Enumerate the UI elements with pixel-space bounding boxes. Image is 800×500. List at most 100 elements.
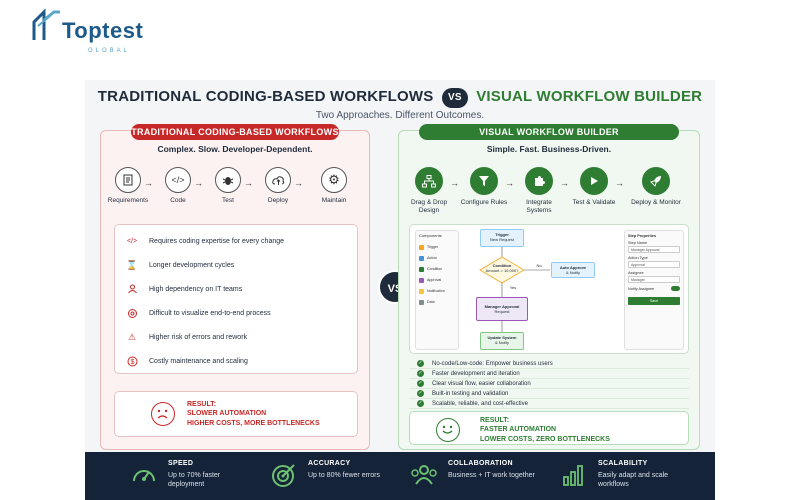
notify-row: Notify Assignee [628,286,680,291]
workflow-builder-mock: Components Trigger Action Condition Appr… [409,224,689,354]
step-deploy: Deploy [253,167,303,205]
warning-icon: ⚠ [127,331,137,342]
notification-icon [419,288,424,294]
approval-icon [419,277,424,283]
traditional-drawbacks: </> Requires coding expertise for every … [114,224,358,374]
component-trigger[interactable]: Trigger [419,243,455,251]
rocket-icon [642,167,670,195]
stat-speed: SPEED Up to 70% faster deployment [130,458,270,494]
main-title-left: TRADITIONAL CODING-BASED WORKFLOWS [97,88,434,105]
arrow-icon: → [244,178,253,188]
list-item: </> Requires coding expertise for every … [125,234,284,248]
step-integrate: Integrate Systems [514,167,564,215]
node-update-system[interactable]: Update System & Notify [480,332,524,350]
arrow-icon: → [505,178,514,188]
puzzle-icon [525,167,553,195]
people-icon [125,282,139,296]
step-deploy-monitor: Deploy & Monitor [631,167,681,207]
check-icon: ✓ [417,380,424,387]
label-yes: Yes [509,285,517,290]
traditional-tagline: Complex. Slow. Developer-Dependent. [157,144,313,154]
main-title-right: VISUAL WORKFLOW BUILDER [476,88,703,105]
condition-icon [419,266,424,272]
visual-header: VISUAL WORKFLOW BUILDER [419,124,679,140]
list-item: ✓Faster development and iteration [409,369,689,379]
component-condition[interactable]: Condition [419,265,455,273]
target-icon [270,462,298,490]
list-item: ✓No-code/Low-code: Empower business user… [409,359,689,369]
logo-mark-icon [32,8,60,40]
action-type-select[interactable]: Approval [628,261,680,268]
node-auto-approve[interactable]: Auto Approve & Notify [551,262,595,278]
main-subtitle: Two Approaches. Different Outcomes. [315,110,485,121]
save-button[interactable]: Save [628,297,680,305]
visual-steps: Drag & Drop Design → Configure Rules → I… [399,167,699,217]
visual-builder-panel: VISUAL WORKFLOW BUILDER Simple. Fast. Bu… [398,124,700,450]
node-condition[interactable]: Condition Amount > 10,000? [485,263,519,274]
check-icon: ✓ [417,370,424,377]
component-action[interactable]: Action [419,254,455,262]
notify-toggle[interactable] [671,286,680,291]
traditional-steps: Requirements → </> Code → Test → Deploy [101,167,369,217]
components-palette: Components Trigger Action Condition Appr… [415,230,459,350]
component-data[interactable]: Data [419,298,455,306]
list-item: ✓Clear visual flow, easier collaboration [409,379,689,389]
infographic: TRADITIONAL CODING-BASED WORKFLOWS VS VI… [85,80,715,500]
code-icon: </> [126,237,138,245]
list-item: $ Costly maintenance and scaling [125,354,248,368]
step-name-input[interactable]: Manager Approval [628,246,680,253]
stat-scalability: SCALABILITY Easily adapt and scale workf… [560,458,705,494]
hourglass-icon: ⌛ [126,259,138,270]
check-icon: ✓ [417,400,424,407]
visual-benefits: ✓No-code/Low-code: Empower business user… [409,359,689,409]
flow-connectors [501,247,550,332]
brand-logo[interactable]: Toptest GLOBAL [30,8,170,58]
arrow-icon: → [450,178,459,188]
visual-result: RESULT: FASTER AUTOMATION LOWER COSTS, Z… [409,411,689,445]
bar-chart-icon [560,462,588,490]
node-manager-approval[interactable]: Manager Approval Request [476,297,528,321]
stats-bar: SPEED Up to 70% faster deployment ACCURA… [85,452,715,500]
step-test-validate: Test & Validate [569,167,619,207]
component-approval[interactable]: Approval [419,276,455,284]
check-icon: ✓ [417,360,424,367]
main-title-vs: VS [441,88,468,108]
visual-tagline: Simple. Fast. Business-Driven. [486,144,612,154]
trigger-icon [419,244,424,250]
dollar-icon: $ [125,354,139,368]
assignee-select[interactable]: Manager [628,276,680,283]
traditional-panel: TRADITIONAL CODING-BASED WORKFLOWS Compl… [100,124,370,450]
play-icon [580,167,608,195]
arrow-icon: → [615,178,624,188]
node-condition-shape [479,256,525,284]
speedometer-icon [130,462,158,490]
brain-icon [125,306,139,320]
document-icon [115,167,141,193]
visual-result-text: RESULT: FASTER AUTOMATION LOWER COSTS, Z… [480,417,610,443]
list-item: High dependency on IT teams [125,282,242,296]
component-notification[interactable]: Notification [419,287,455,295]
arrow-icon: → [144,178,153,188]
step-test: Test [203,167,253,205]
list-item: ⚠ Higher risk of errors and rework [125,330,247,344]
funnel-icon [470,167,498,195]
svg-text:$: $ [130,359,134,366]
list-item: Difficult to visualize end-to-end proces… [125,306,271,320]
arrow-icon: → [294,178,303,188]
main-title: TRADITIONAL CODING-BASED WORKFLOWS VS VI… [85,88,715,108]
stat-collaboration: COLLABORATION Business + IT work togethe… [410,458,560,494]
step-configure: Configure Rules [459,167,509,207]
action-icon [419,255,424,261]
node-trigger[interactable]: Trigger New Request [480,229,524,247]
workflow-canvas: Trigger New Request Condition Amount > 1… [462,225,622,355]
traditional-result: RESULT: SLOWER AUTOMATION HIGHER COSTS, … [114,391,358,437]
check-icon: ✓ [417,390,424,397]
step-properties-panel: Step Properties Step Name Manager Approv… [624,230,684,350]
stat-accuracy: ACCURACY Up to 80% fewer errors [270,458,410,494]
flowchart-icon [415,167,443,195]
arrow-icon: → [194,178,203,188]
list-item: ✓Built-in testing and validation [409,389,689,399]
brand-name: Toptest [62,18,144,43]
cloud-upload-icon [265,167,291,193]
arrow-icon: → [560,178,569,188]
